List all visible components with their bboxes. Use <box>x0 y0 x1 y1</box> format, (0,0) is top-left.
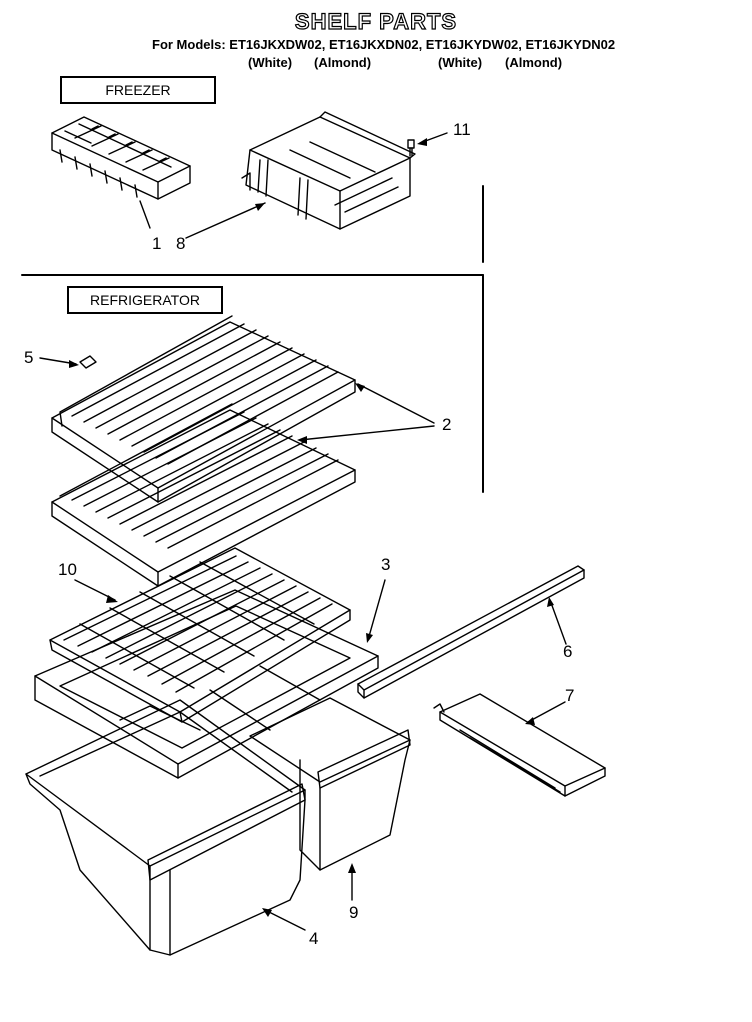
lower-shelf-part <box>51 403 356 587</box>
large-crisper-part <box>25 699 306 956</box>
callout-2: 2 <box>442 415 452 434</box>
arrow-2a <box>355 383 365 392</box>
page-title: SHELF PARTS <box>294 8 458 34</box>
arrow-6 <box>547 597 554 607</box>
callout-9: 9 <box>349 903 359 922</box>
callout-11: 11 <box>453 120 471 139</box>
callout-7: 7 <box>565 686 575 705</box>
callout-3: 3 <box>381 555 391 574</box>
leader-line-2a <box>357 383 435 424</box>
small-crisper-part <box>249 697 411 871</box>
callout-1: 1 <box>152 234 162 253</box>
crisper-cover-part <box>34 589 379 779</box>
arrow-8 <box>255 203 265 211</box>
shelf-clip-part <box>79 355 97 369</box>
arrow-4 <box>262 908 272 917</box>
color-label-almond-2: (Almond) <box>505 55 563 70</box>
section-dividers <box>21 185 484 493</box>
upper-shelf-part <box>51 315 356 503</box>
freezer-section-label: FREEZER <box>60 76 216 104</box>
arrow-5 <box>69 360 79 368</box>
leader-line-7 <box>527 701 566 723</box>
freezer-shelf-part <box>241 111 416 230</box>
color-label-white-2: (White) <box>438 55 483 70</box>
arrow-10 <box>106 595 118 603</box>
ice-tray-part <box>51 116 191 200</box>
leader-line-3 <box>367 579 386 641</box>
callout-8: 8 <box>176 234 186 253</box>
callout-5: 5 <box>24 348 34 367</box>
trim-strip-part <box>357 565 585 699</box>
arrow-9 <box>348 863 356 873</box>
arrow-2b <box>297 436 307 444</box>
arrow-7 <box>525 717 535 725</box>
callout-4: 4 <box>309 929 319 948</box>
arrow-3 <box>366 633 373 643</box>
callout-6: 6 <box>563 642 573 661</box>
models-line: For Models: ET16JKXDW02, ET16JKXDN02, ET… <box>152 37 616 52</box>
leader-line-2b <box>299 425 435 441</box>
rail-bracket-part <box>433 693 606 797</box>
leader-line-8 <box>185 202 266 239</box>
color-label-white-1: (White) <box>248 55 293 70</box>
screw-part <box>407 139 415 157</box>
callout-10: 10 <box>58 560 77 579</box>
color-label-almond-1: (Almond) <box>314 55 372 70</box>
leader-line-4 <box>264 909 306 931</box>
leader-line-1 <box>139 200 151 229</box>
leader-line-6 <box>549 599 567 645</box>
arrow-11 <box>417 138 427 146</box>
refrigerator-section-label: REFRIGERATOR <box>67 286 223 314</box>
